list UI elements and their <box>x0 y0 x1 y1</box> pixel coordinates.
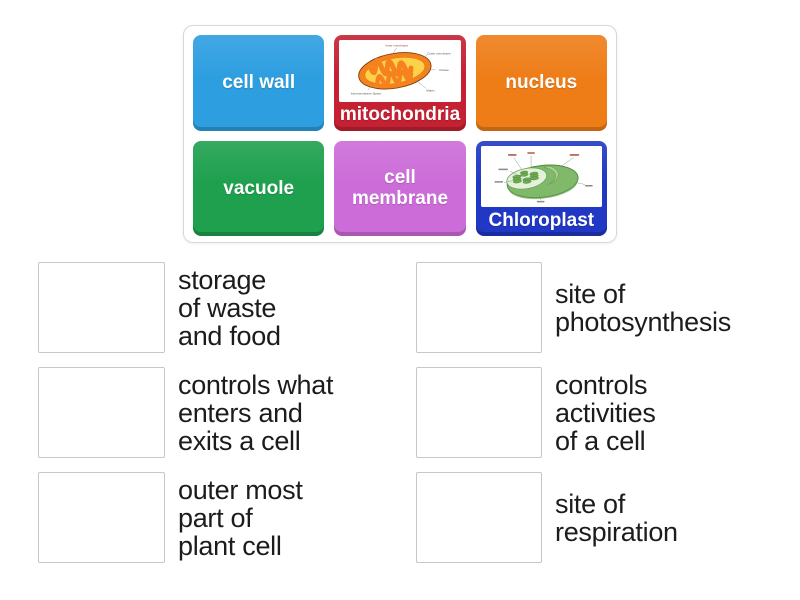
svg-text:Cristae: Cristae <box>439 68 449 72</box>
answer-slot-1[interactable] <box>38 262 165 353</box>
match-row: controls activities of a cell <box>416 367 731 458</box>
definition-text: outer most part of plant cell <box>178 474 303 561</box>
definition-text: site of photosynthesis <box>555 278 731 337</box>
tile-label: cell membrane <box>351 166 449 210</box>
match-row: site of respiration <box>416 472 731 563</box>
answer-slot-3[interactable] <box>38 472 165 563</box>
definition-text: controls activities of a cell <box>555 369 656 456</box>
match-column-left: storage of waste and food controls what … <box>38 262 333 563</box>
tile-chloroplast[interactable]: Chloroplast <box>475 140 607 237</box>
definition-text: site of respiration <box>555 488 678 547</box>
tile-mitochondria[interactable]: Inner membrane Outer membrane Cristae In… <box>334 35 466 131</box>
svg-text:Intermembrane Space: Intermembrane Space <box>351 91 382 95</box>
match-row: controls what enters and exits a cell <box>38 367 333 458</box>
svg-text:Inner membrane: Inner membrane <box>386 43 409 47</box>
tile-label: nucleus <box>505 71 578 93</box>
svg-text:Outer membrane: Outer membrane <box>428 51 452 55</box>
answer-slot-6[interactable] <box>416 472 542 563</box>
definition-text: controls what enters and exits a cell <box>178 369 334 456</box>
tile-nucleus[interactable]: nucleus <box>475 35 607 131</box>
definition-text: storage of waste and food <box>178 264 281 351</box>
tile-label: cell wall <box>222 71 296 93</box>
mitochondria-diagram-icon: Inner membrane Outer membrane Cristae In… <box>339 40 461 102</box>
keywords-panel: cell wall <box>183 25 617 243</box>
chloroplast-diagram-icon <box>480 145 602 208</box>
tile-cell-wall[interactable]: cell wall <box>193 35 325 131</box>
answer-slot-2[interactable] <box>38 367 165 458</box>
answer-slot-4[interactable] <box>416 262 542 353</box>
match-column-right: site of photosynthesis controls activiti… <box>416 262 731 563</box>
tile-cell-membrane[interactable]: cell membrane <box>334 140 466 237</box>
svg-text:Matrix: Matrix <box>427 89 436 93</box>
tile-label: mitochondria <box>339 104 461 126</box>
tile-vacuole[interactable]: vacuole <box>193 140 325 237</box>
tile-label: Chloroplast <box>488 209 595 231</box>
match-row: outer most part of plant cell <box>38 472 333 563</box>
match-row: storage of waste and food <box>38 262 333 353</box>
tile-label: vacuole <box>223 177 295 199</box>
answer-slot-5[interactable] <box>416 367 542 458</box>
tiles-grid: cell wall <box>193 35 607 237</box>
match-row: site of photosynthesis <box>416 262 731 353</box>
